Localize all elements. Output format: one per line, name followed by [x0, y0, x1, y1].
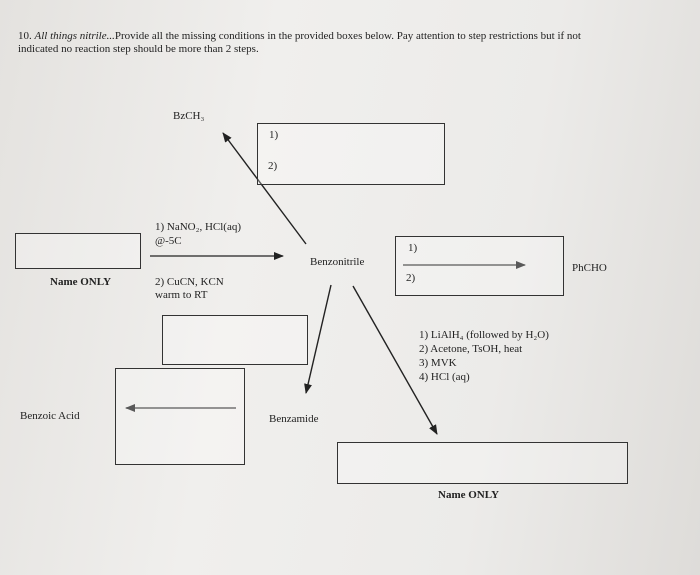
top-step-1-label: 1): [269, 129, 279, 141]
answer-box-top[interactable]: [257, 123, 445, 185]
lower-condition-3: 3) MVK: [419, 357, 457, 369]
lower-condition-1: 1) LiAlH₄ (followed by H₂O): [419, 329, 549, 341]
right-step-2-label: 2): [406, 272, 416, 284]
arrow-to-benzamide: [304, 284, 332, 394]
answer-box-left-start[interactable]: [15, 233, 141, 269]
question-number: 10.: [18, 30, 32, 42]
question-line-2: indicated no reaction step should be mor…: [18, 43, 259, 55]
compound-bzch3: BzCH₃: [173, 110, 205, 122]
question-line-1: 10. All things nitrile...Provide all the…: [18, 30, 581, 43]
question-lead: All things nitrile...: [34, 30, 115, 42]
top-step-2-label: 2): [268, 160, 278, 172]
left-name-only-label: Name ONLY: [50, 276, 112, 288]
left-condition-2: 2) CuCN, KCN: [155, 276, 224, 288]
answer-box-bottom-product[interactable]: [337, 442, 628, 484]
lower-condition-4: 4) HCl (aq): [419, 371, 470, 383]
compound-phcho: PhCHO: [572, 262, 607, 274]
arrow-to-bzch3: [222, 132, 307, 245]
left-condition-2-temp: warm to RT: [155, 289, 208, 301]
compound-benzonitrile: Benzonitrile: [310, 256, 365, 268]
arrow-to-bottom-product: [352, 285, 438, 435]
answer-box-hydrolysis[interactable]: [115, 368, 245, 465]
question-text-1: Provide all the missing conditions in th…: [114, 30, 581, 42]
left-condition-1-temp: @-5C: [155, 235, 182, 247]
bottom-name-only-label: Name ONLY: [438, 489, 500, 501]
left-condition-1: 1) NaNO₂, HCl(aq): [155, 221, 242, 233]
compound-benzamide: Benzamide: [269, 413, 319, 425]
compound-benzoic-acid: Benzoic Acid: [20, 410, 80, 422]
answer-box-amide[interactable]: [162, 315, 308, 365]
right-step-1-label: 1): [408, 242, 418, 254]
answer-box-right[interactable]: [395, 236, 564, 296]
lower-condition-2: 2) Acetone, TsOH, heat: [419, 343, 523, 355]
